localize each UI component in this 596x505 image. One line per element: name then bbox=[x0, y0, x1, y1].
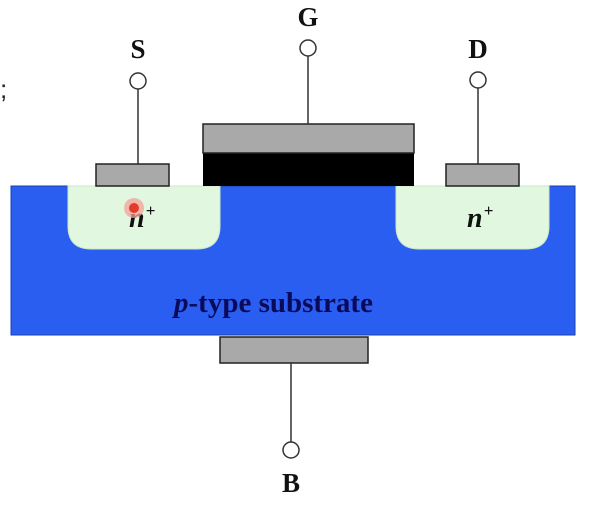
drain-terminal-node bbox=[469, 71, 487, 89]
body-terminal-label: B bbox=[282, 468, 300, 498]
gate-oxide bbox=[203, 152, 414, 186]
substrate-label: p-type substrate bbox=[171, 287, 373, 319]
source-terminal-label: S bbox=[130, 34, 145, 64]
pointer-cursor-icon bbox=[124, 198, 144, 218]
drain-region-base: n bbox=[467, 203, 483, 234]
source-region-sup: + bbox=[146, 201, 156, 220]
gate-terminal-node bbox=[299, 39, 317, 57]
gate-terminal-label: G bbox=[297, 2, 318, 32]
drain-n-plus-region bbox=[395, 185, 550, 250]
gate-electrode bbox=[202, 123, 415, 154]
substrate-label-rest: -type substrate bbox=[189, 287, 374, 319]
substrate-label-italic: p bbox=[171, 287, 189, 319]
drain-region-label: n+ bbox=[467, 201, 493, 234]
drain-contact bbox=[445, 163, 520, 187]
source-contact bbox=[95, 163, 170, 187]
drain-region-sup: + bbox=[484, 201, 494, 220]
drain-terminal-label: D bbox=[468, 34, 488, 64]
edge-semicolon-mark: ; bbox=[0, 74, 7, 104]
source-n-plus-region bbox=[67, 185, 221, 250]
body-contact bbox=[219, 336, 369, 364]
body-terminal-node bbox=[282, 441, 300, 459]
source-terminal-node bbox=[129, 72, 147, 90]
